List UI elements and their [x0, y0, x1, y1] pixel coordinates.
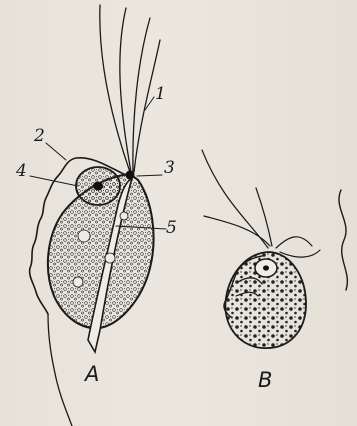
basal-body [126, 171, 135, 180]
flagellum-a1 [100, 5, 130, 172]
flagellum-b2 [204, 216, 270, 246]
flagellum-b4 [276, 237, 312, 248]
leader-2 [46, 143, 66, 160]
organism-b [202, 150, 347, 348]
leader-4 [30, 176, 78, 186]
vacuole-a1 [78, 230, 90, 242]
posterior-flagellum [48, 314, 72, 426]
vacuole-a2 [105, 253, 115, 263]
label-2: 2 [34, 128, 45, 145]
nucleolus-b [263, 265, 269, 270]
label-4: 4 [16, 163, 27, 180]
tail-b [339, 190, 347, 290]
label-1: 1 [155, 86, 166, 103]
label-5: 5 [166, 220, 177, 237]
leader-3 [137, 175, 162, 176]
label-b: B [258, 370, 272, 391]
flagellum-b1 [202, 150, 268, 248]
flagellum-b5 [280, 250, 320, 257]
label-3: 3 [164, 160, 175, 177]
nucleolus-a [93, 182, 103, 191]
label-a: A [85, 364, 99, 385]
flagellum-b3 [256, 188, 272, 246]
vacuole-a3 [120, 212, 128, 220]
flagellum-a4 [134, 40, 160, 172]
vacuole-a4 [73, 277, 83, 287]
